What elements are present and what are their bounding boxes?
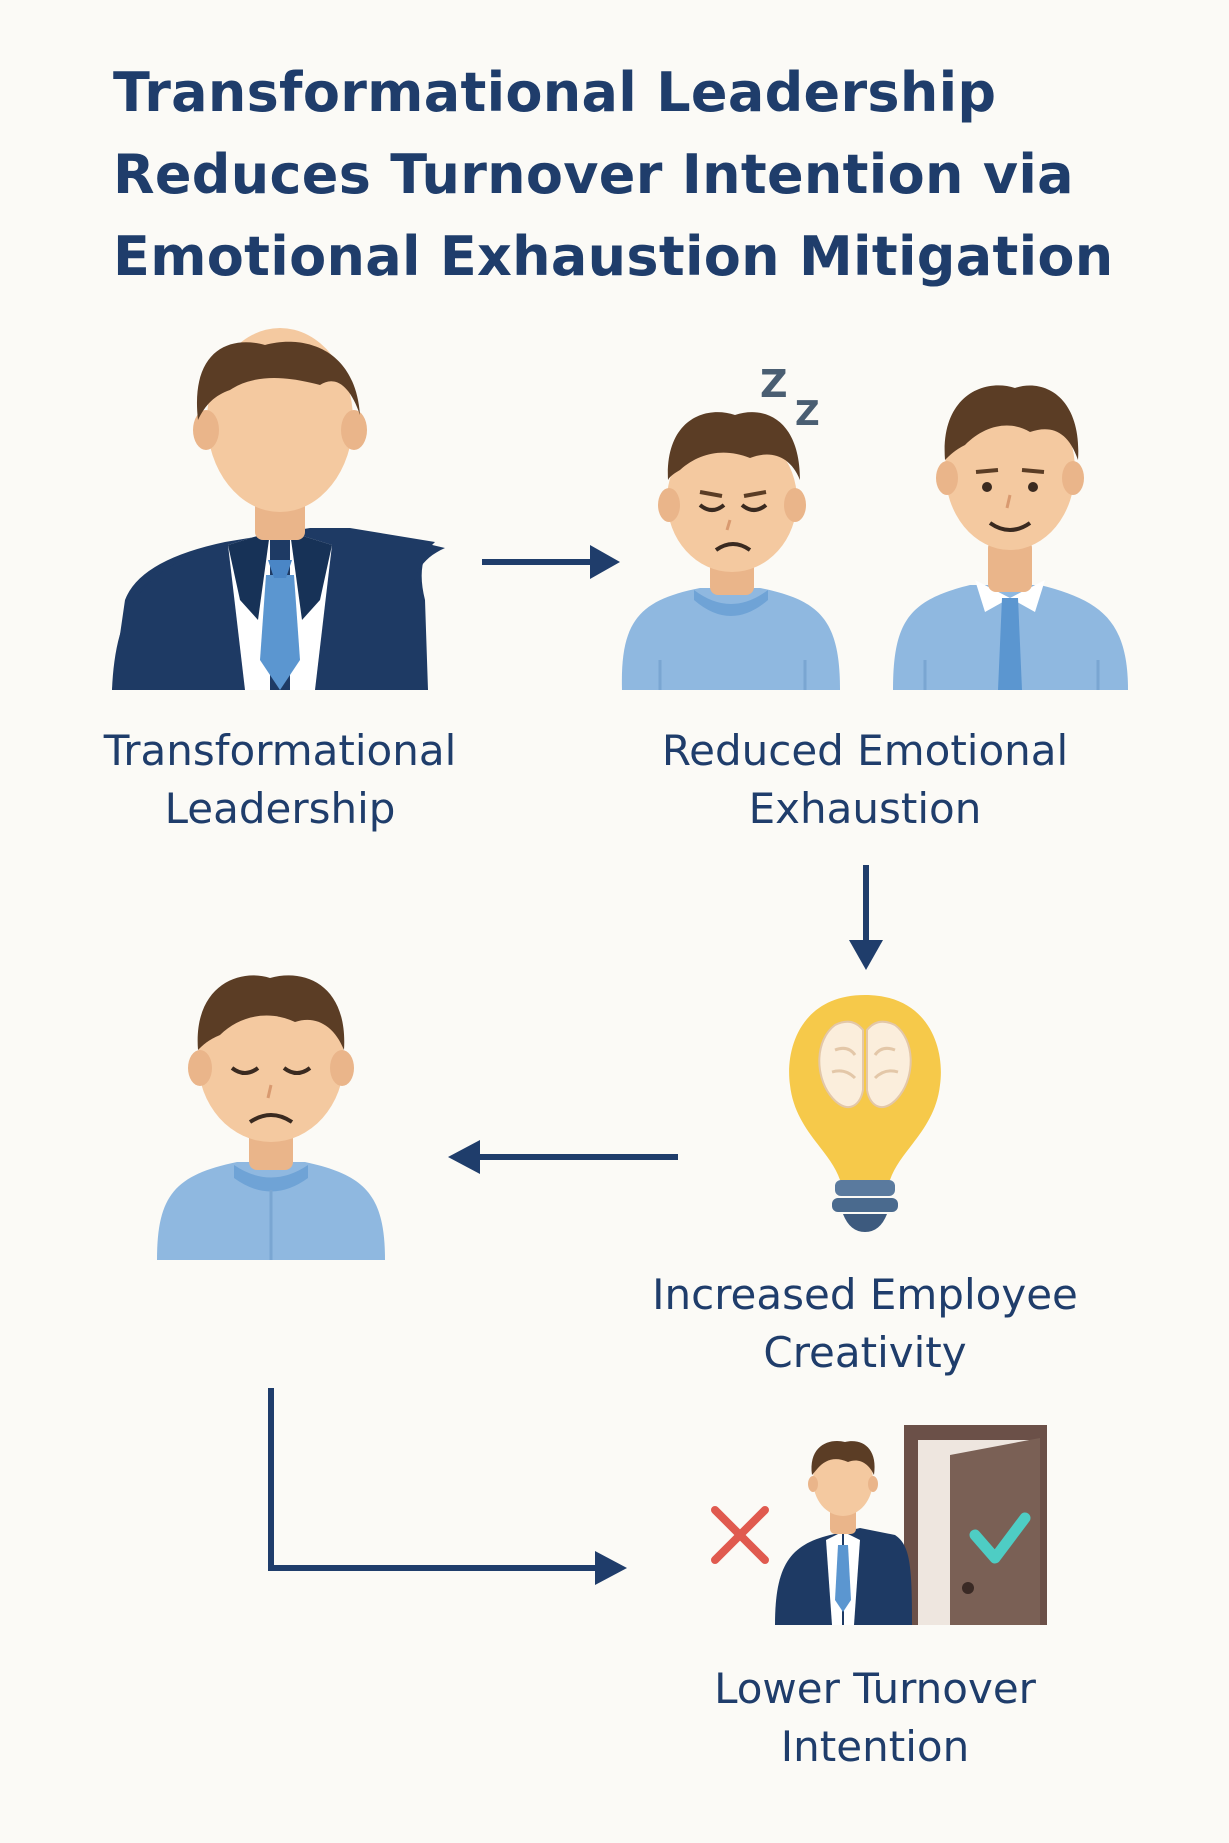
page-title: Transformational Leadership Reduces Turn… — [113, 52, 1173, 298]
arrow-exhaustion-to-creativity — [849, 865, 883, 970]
title-line-1: Transformational Leadership — [113, 61, 997, 124]
node-label-turnover-line-1: Lower Turnover — [714, 1664, 1036, 1713]
check-mark-icon — [969, 1512, 1031, 1564]
cross-mark-icon — [711, 1506, 769, 1564]
happy-employee-icon — [893, 385, 1128, 690]
door-icon — [904, 1425, 1047, 1625]
node-label-exhaustion-line-1: Reduced Emotional — [661, 726, 1069, 775]
sleep-z-large: Z — [760, 362, 788, 406]
node-label-creativity-line-1: Increased Employee — [652, 1270, 1078, 1319]
arrow-creativity-to-employee — [448, 1140, 678, 1174]
node-label-turnover: Lower Turnover Intention — [640, 1660, 1110, 1776]
leader-figure-icon — [112, 328, 445, 690]
title-line-2: Reduces Turnover Intention via — [113, 143, 1074, 206]
node-label-leadership-line-1: Transformational — [103, 726, 457, 775]
sad-employee-icon — [157, 975, 385, 1260]
node-label-creativity-line-2: Creativity — [763, 1328, 967, 1377]
arrow-leadership-to-exhaustion — [482, 545, 620, 579]
node-label-exhaustion: Reduced Emotional Exhaustion — [620, 722, 1110, 838]
sleep-z-small: Z — [795, 394, 820, 434]
node-label-exhaustion-line-2: Exhaustion — [748, 784, 982, 833]
node-label-leadership: Transformational Leadership — [60, 722, 500, 838]
title-line-3: Emotional Exhaustion Mitigation — [113, 225, 1114, 288]
node-label-creativity: Increased Employee Creativity — [610, 1266, 1120, 1382]
node-label-leadership-line-2: Leadership — [164, 784, 396, 833]
arrow-employee-to-turnover — [268, 1388, 627, 1585]
tired-employee-icon — [621, 412, 840, 690]
node-label-turnover-line-2: Intention — [780, 1722, 970, 1771]
departing-employee-icon — [775, 1440, 912, 1625]
lightbulb-brain-icon — [789, 995, 941, 1232]
